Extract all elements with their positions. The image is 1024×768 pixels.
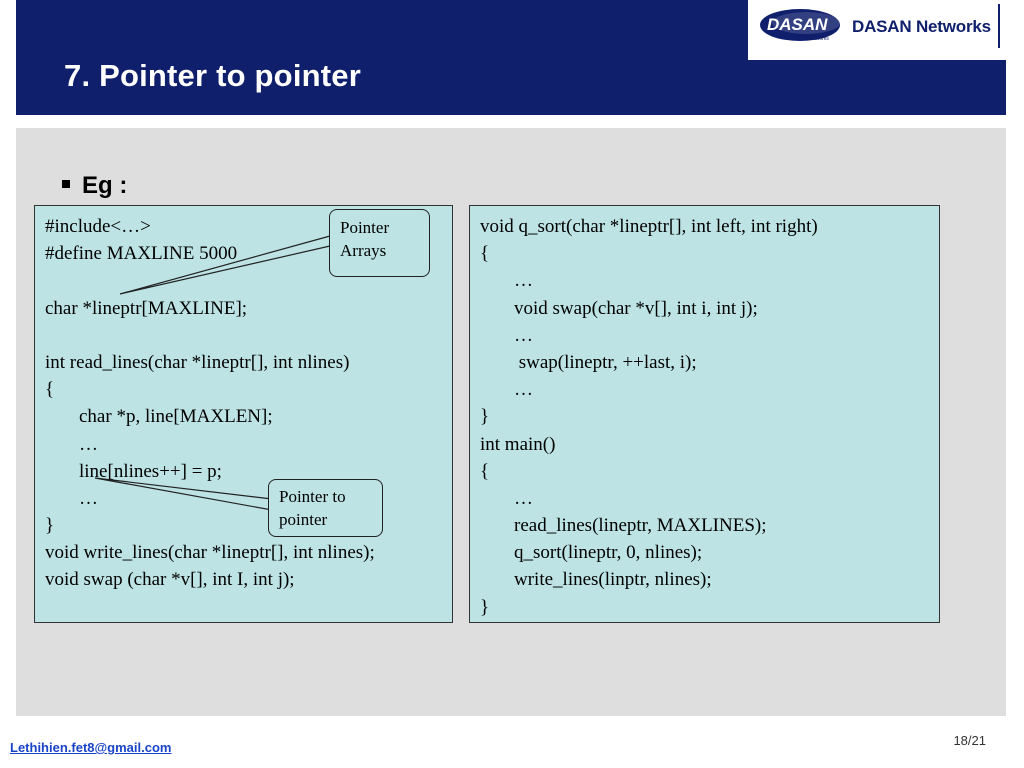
callout-pointer-arrays: Pointer Arrays — [329, 209, 430, 277]
code-line: int read_lines(char *lineptr[], int nlin… — [45, 351, 350, 373]
pointer-arrays-connector — [119, 235, 331, 295]
code-line: q_sort(lineptr, 0, nlines); — [514, 542, 703, 564]
callout-pointer-to-pointer: Pointer to pointer — [268, 479, 383, 537]
code-line: … — [514, 379, 533, 401]
slide-title: 7. Pointer to pointer — [64, 58, 361, 93]
callout-line: Pointer to — [279, 487, 346, 506]
pointer-to-pointer-connector — [94, 477, 273, 511]
right-code-box: void q_sort(char *lineptr[], int left, i… — [469, 205, 940, 623]
code-line: void swap (char *v[], int I, int j); — [45, 569, 295, 591]
code-line: { — [480, 243, 490, 265]
code-line: { — [480, 460, 490, 482]
code-line: write_lines(linptr, nlines); — [514, 569, 712, 591]
code-line: char *lineptr[MAXLINE]; — [45, 297, 248, 319]
code-line: } — [45, 515, 55, 537]
callout-line: Arrays — [340, 241, 387, 260]
code-line: read_lines(lineptr, MAXLINES); — [514, 515, 767, 537]
code-line: #include<…> — [45, 216, 151, 237]
code-line: char *p, line[MAXLEN]; — [79, 406, 273, 428]
footer-email-link[interactable]: Lethihien.fet8@gmail.com — [10, 740, 172, 755]
code-line: void swap(char *v[], int i, int j); — [514, 297, 758, 319]
code-line: … — [514, 270, 533, 292]
brand-name: DASAN Networks — [852, 17, 991, 36]
dasan-logo-icon: DASAN Networks — [760, 9, 840, 42]
code-line: void q_sort(char *lineptr[], int left, i… — [480, 216, 818, 237]
code-line: } — [480, 406, 490, 428]
code-line: … — [514, 324, 533, 346]
code-line: line[nlines++] = p; — [79, 460, 222, 482]
code-line: } — [480, 596, 490, 618]
code-line: void write_lines(char *lineptr[], int nl… — [45, 542, 375, 564]
code-line: … — [79, 487, 98, 509]
code-line: … — [514, 487, 533, 509]
logo-divider — [998, 4, 1000, 48]
code-line: swap(lineptr, ++last, i); — [514, 351, 697, 373]
company-logo: DASAN Networks DASAN Networks — [746, 0, 1006, 60]
slide-header: 7. Pointer to pointer DASAN Networks DAS… — [16, 0, 1006, 115]
square-bullet-icon — [62, 180, 70, 188]
callout-line: Pointer — [340, 218, 390, 237]
logo-sub-text: Networks — [808, 36, 829, 42]
code-line: { — [45, 379, 55, 401]
bullet-text: Eg : — [82, 172, 128, 199]
bullet-heading: Eg : — [62, 172, 127, 200]
code-line: #define MAXLINE 5000 — [45, 243, 238, 265]
code-line: … — [79, 433, 98, 455]
code-line: int main() — [480, 433, 556, 455]
callout-line: pointer — [279, 510, 328, 529]
logo-mark-text: DASAN — [767, 15, 828, 34]
page-number: 18/21 — [953, 733, 986, 748]
